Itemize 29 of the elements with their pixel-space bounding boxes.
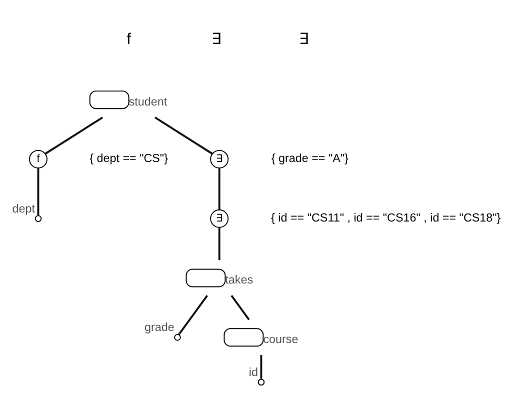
node-label: course [263,332,298,346]
connector [154,116,213,155]
connector [260,355,262,379]
node-circle: f [29,150,48,168]
node-circle: ∃ [210,209,229,228]
node-label: takes [225,273,254,286]
label: ∃ [299,31,310,48]
node-label: grade [144,321,174,334]
node-circle [34,215,42,222]
node-box [186,268,226,288]
connector [230,295,250,320]
label: ∃ [211,31,222,48]
label: f [126,31,131,48]
connector [218,168,220,210]
connector [44,116,104,155]
node-label: id [248,366,258,379]
node-circle [258,378,265,386]
connector [178,295,208,336]
node-label: dept [12,202,35,216]
node-circle [174,334,181,341]
node-box [89,90,130,110]
node-box [224,328,264,347]
node-label: { dept == "CS"} [90,152,168,166]
node-label: { grade == "A"} [271,152,348,166]
connector [37,168,40,216]
node-circle: ∃ [210,150,229,168]
node-label: { id == "CS11" , id == "CS16" , id == "CS18"} [271,212,501,225]
connector [218,228,220,260]
node-label: student [128,95,168,108]
